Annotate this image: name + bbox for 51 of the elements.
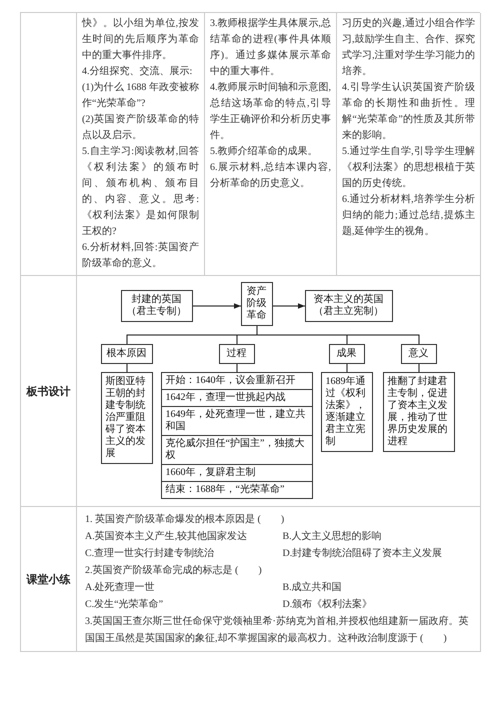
revolution-box: 资产阶级革命 [240,282,272,326]
content-box: 推翻了封建君主专制，促进了资本主义发展，推动了世界历史发展的进程 [382,372,454,452]
event-row: 1649年，处死查理一世，建立共和国 [162,407,312,436]
content-box: 1689年通过《权利法案》，逐渐建立君主立宪制 [320,372,372,452]
connector-line [126,364,127,372]
table-text: 6.展示材料,总结本课内容,分析革命的历史意义。 [210,160,331,191]
connector-line [418,364,419,372]
table-text: 4.分组探究、交流、展示: [82,64,194,79]
table-text: 6.通过分析材料,培养学生分析归纳的能力;通过总结,提炼主题,延伸学生的视角。 [342,192,475,239]
answer-option: A.处死查理一世 [85,579,274,596]
event-row: 1642年，查理一世挑起内战 [162,390,312,407]
arrow [272,303,305,309]
answer-option: A.英国资本主义产生,较其他国家发达 [85,528,274,545]
heading-box: 意义 [400,344,436,364]
table-text: 3.教师根据学生具体展示,总结革命的进程(事件具体顺序)。通过多媒体展示革命中的重大事件。 [210,16,331,79]
table-text: 6.分析材料,回答:英国资产阶级革命的意义。 [82,240,199,271]
quiz-question: 2.英国资产阶级革命完成的标志是 ( ) [85,564,263,578]
answer-option: D.封建专制统治阻碍了资本主义发展 [282,545,472,562]
answer-option: D.颁布《权利法案》 [282,596,472,613]
answer-option: B.成立共和国 [282,579,472,596]
connector-line [346,364,347,372]
table-text: (2)英国资产阶级革命的特点以及启示。 [82,112,199,143]
table-text: 4.教师展示时间轴和示意图,总结这场革命的特点,引导学生正确评价和分析历史事件。 [210,80,331,143]
table-text: 快》。以小组为单位,按发生时间的先后顺序为革命中的重大事件排序。 [82,16,199,63]
connector-line [256,326,419,344]
table-text: 5.自主学习:阅读教材,回答《权利法案》的颁布时间、颁布机构、颁布目的、内容、意义。思考:《权利法案》是如何限制王权的? [82,144,199,239]
connector-line [236,364,237,372]
table-text: 5.教师介绍革命的成果。 [210,144,318,159]
event-list [160,372,312,499]
event-row: 克伦威尔担任“护国主”，独揽大权 [162,436,312,465]
quiz-question: 3.英国国王查尔斯三世任命保守党领袖里希·苏纳克为首相,并授权他组建新一届政府。英国国王虽然是英国国家的象征,却不掌握国家的最高权力。这种政治制度源于 ( ) [85,614,470,646]
quiz-question: 1. 英国资产阶级革命爆发的根本原因是 ( ) [85,512,286,527]
answer-option: C.查理一世实行封建专制统治 [85,545,274,562]
heading-box: 根本原因 [100,344,152,364]
table-text: 5.通过学生自学,引导学生理解《权利法案》的思想根植于英国的历史传统。 [342,144,475,191]
table-text: (1)为什么 1688 年政变被称作“光荣革命”? [82,80,199,111]
heading-box: 过程 [218,344,254,364]
event-row: 开始：1640年，议会重新召开 [162,373,312,390]
answer-option: C.发生“光荣革命” [85,596,274,613]
event-row-text: 结束：1688年，“光荣革命” [164,482,286,497]
row-heading: 板书设计 [26,384,70,398]
concept-box: 资本主义的英国（君主立宪制） [304,290,392,322]
row-heading: 课堂小练 [26,572,70,586]
table-text: 习历史的兴趣,通过小组合作学习,鼓励学生自主、合作、探究式学习,注重对学生学习能力的培养。 [342,16,475,79]
heading-box: 成果 [328,344,364,364]
content-box: 斯图亚特王朝的封建专制统治严重阻碍了资本主义的发展 [100,372,152,464]
event-row: 1660年，复辟君主制 [162,465,312,482]
table-text: 4.引导学生认识英国资产阶级革命的长期性和曲折性。理解“光荣革命”的性质及其所带来的影响。 [342,80,475,143]
answer-option: B.人文主义思想的影响 [282,528,472,545]
concept-box: 封建的英国（君主专制） [120,290,192,322]
arrow [192,303,241,309]
